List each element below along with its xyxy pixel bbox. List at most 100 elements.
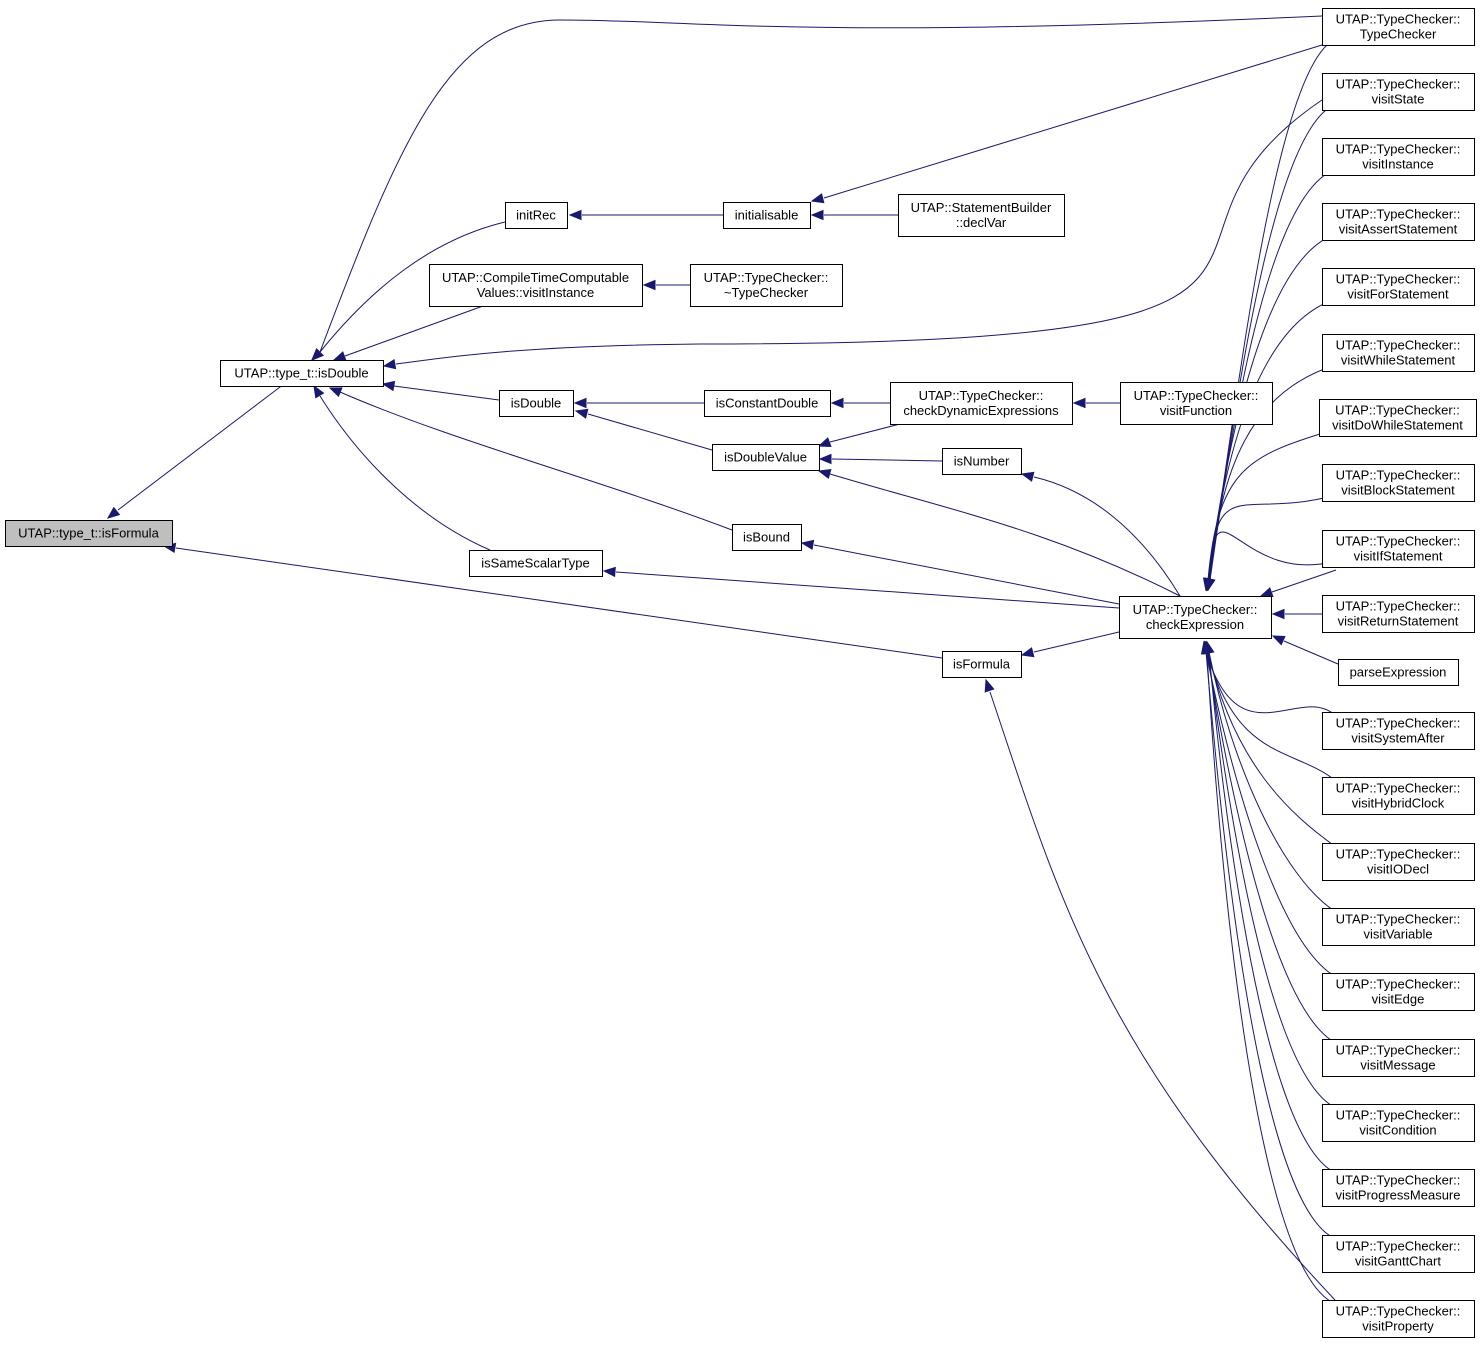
node-visitWhile[interactable]: UTAP::TypeChecker::visitWhileStatement <box>1322 334 1475 372</box>
node-visitCondition[interactable]: UTAP::TypeChecker::visitCondition <box>1322 1104 1475 1142</box>
node-label: initialisable <box>735 208 799 223</box>
node-label: isFormula <box>953 657 1011 672</box>
edge-visitGantt-to-checkExpression <box>1201 640 1337 1240</box>
node-label: visitEdge <box>1372 992 1425 1007</box>
arrow-head-icon <box>381 380 396 392</box>
node-label: UTAP::type_t::isFormula <box>18 526 159 541</box>
node-visitAssert[interactable]: UTAP::TypeChecker::visitAssertStatement <box>1322 203 1475 241</box>
node-visitBlock[interactable]: UTAP::TypeChecker::visitBlockStatement <box>1322 464 1475 502</box>
node-label: UTAP::TypeChecker:: <box>704 270 829 285</box>
node-visitEdge[interactable]: UTAP::TypeChecker::visitEdge <box>1322 973 1475 1011</box>
node-visitGantt[interactable]: UTAP::TypeChecker::visitGanttChart <box>1322 1235 1475 1273</box>
edge-visitState-to-typeIsDouble <box>382 99 1323 370</box>
edge-isNumber-to-isDoubleValue <box>818 453 943 465</box>
node-label: visitHybridClock <box>1352 796 1445 811</box>
node-label: visitForStatement <box>1347 287 1449 302</box>
node-isFormula[interactable]: isFormula <box>942 651 1022 678</box>
node-isConstantDouble[interactable]: isConstantDouble <box>704 390 831 417</box>
node-declVar[interactable]: UTAP::StatementBuilder::declVar <box>898 194 1065 237</box>
node-isDouble[interactable]: isDouble <box>499 390 574 417</box>
arrow-head-icon <box>830 397 844 409</box>
node-box <box>1322 973 1475 1011</box>
node-visitReturn[interactable]: UTAP::TypeChecker::visitReturnStatement <box>1322 595 1475 633</box>
node-label: visitIfStatement <box>1354 549 1443 564</box>
node-typeIsDouble[interactable]: UTAP::type_t::isDouble <box>220 360 384 387</box>
node-box <box>1120 382 1273 425</box>
node-label: UTAP::TypeChecker:: <box>1336 77 1461 92</box>
node-label: UTAP::TypeChecker:: <box>1336 142 1461 157</box>
node-box <box>1322 73 1475 111</box>
node-visitHybridClock[interactable]: UTAP::TypeChecker::visitHybridClock <box>1322 777 1475 815</box>
node-ctcvVisitInstance[interactable]: UTAP::CompileTimeComputableValues::visit… <box>429 264 643 307</box>
node-label: UTAP::TypeChecker:: <box>1134 388 1259 403</box>
edge-line <box>339 391 733 531</box>
node-box <box>1322 8 1475 46</box>
node-parseExpression[interactable]: parseExpression <box>1338 659 1459 686</box>
edge-line <box>829 473 1181 597</box>
node-visitIODecl[interactable]: UTAP::TypeChecker::visitIODecl <box>1322 843 1475 881</box>
node-visitFor[interactable]: UTAP::TypeChecker::visitForStatement <box>1322 268 1475 306</box>
node-box <box>1322 777 1475 815</box>
node-isDoubleValue[interactable]: isDoubleValue <box>712 444 820 471</box>
arrow-head-icon <box>1205 577 1216 592</box>
node-visitProgress[interactable]: UTAP::TypeChecker::visitProgressMeasure <box>1322 1169 1475 1207</box>
node-label: visitCondition <box>1359 1123 1436 1138</box>
node-visitIf[interactable]: UTAP::TypeChecker::visitIfStatement <box>1322 530 1475 568</box>
node-visitState[interactable]: UTAP::TypeChecker::visitState <box>1322 73 1475 111</box>
edge-isConstantDouble-to-isDouble <box>573 397 704 409</box>
node-isFormulaRoot[interactable]: UTAP::type_t::isFormula <box>5 520 173 547</box>
node-label: visitWhileStatement <box>1341 353 1456 368</box>
edge-checkExpression-to-isDoubleValue <box>817 469 1181 597</box>
node-ctor[interactable]: UTAP::TypeChecker::TypeChecker <box>1322 8 1475 46</box>
node-visitSystemAfter[interactable]: UTAP::TypeChecker::visitSystemAfter <box>1322 712 1475 750</box>
node-checkExpression[interactable]: UTAP::TypeChecker::checkExpression <box>1119 596 1272 639</box>
edge-checkDynamic-to-isConstantDouble <box>830 397 890 409</box>
node-label: UTAP::TypeChecker:: <box>1336 716 1461 731</box>
arrow-head-icon <box>1259 587 1274 598</box>
node-box <box>732 524 802 551</box>
node-initRec[interactable]: initRec <box>505 202 568 229</box>
node-label: UTAP::TypeChecker:: <box>1336 272 1461 287</box>
edge-line <box>587 413 713 451</box>
node-visitVariable[interactable]: UTAP::TypeChecker::visitVariable <box>1322 908 1475 946</box>
node-visitMessage[interactable]: UTAP::TypeChecker::visitMessage <box>1322 1039 1475 1077</box>
node-visitProperty[interactable]: UTAP::TypeChecker::visitProperty <box>1322 1300 1475 1338</box>
node-box <box>1322 464 1475 502</box>
node-visitFunction[interactable]: UTAP::TypeChecker::visitFunction <box>1120 382 1273 425</box>
node-label: UTAP::TypeChecker:: <box>1336 599 1461 614</box>
arrow-head-icon <box>332 351 347 362</box>
node-box <box>723 202 811 229</box>
arrow-head-icon <box>1271 635 1286 646</box>
edge-visitState-to-checkExpression <box>1204 103 1337 592</box>
node-label: visitProgressMeasure <box>1336 1188 1461 1203</box>
node-label: visitMessage <box>1360 1058 1435 1073</box>
node-isBound[interactable]: isBound <box>732 524 802 551</box>
edge-visitIf-to-checkExpression <box>1259 569 1337 598</box>
edge-initialisable-to-initRec <box>568 209 723 221</box>
node-visitInstance[interactable]: UTAP::TypeChecker::visitInstance <box>1322 138 1475 176</box>
node-label: UTAP::TypeChecker:: <box>1336 847 1461 862</box>
arrow-head-icon <box>817 469 832 480</box>
node-box <box>499 390 574 417</box>
node-box <box>942 448 1022 475</box>
edge-checkExpression-to-isFormula <box>1020 631 1120 658</box>
node-checkDynamic[interactable]: UTAP::TypeChecker::checkDynamicExpressio… <box>890 382 1073 425</box>
node-tcDestructor[interactable]: UTAP::TypeChecker::~TypeChecker <box>690 264 843 307</box>
node-label: Values::visitInstance <box>477 285 595 300</box>
node-box <box>1338 659 1459 686</box>
arrow-head-icon <box>311 348 324 361</box>
node-label: isDouble <box>511 396 562 411</box>
node-box <box>1322 595 1475 633</box>
node-box <box>1322 203 1475 241</box>
node-isSameScalarType[interactable]: isSameScalarType <box>469 550 603 577</box>
node-box <box>5 520 173 547</box>
node-visitDoWhile[interactable]: UTAP::TypeChecker::visitDoWhileStatement <box>1319 399 1477 437</box>
edge-line <box>1283 640 1339 665</box>
edge-isDouble-to-typeIsDouble <box>381 380 500 401</box>
arrow-head-icon <box>984 678 995 693</box>
node-initialisable[interactable]: initialisable <box>723 202 811 229</box>
edge-line <box>319 395 491 551</box>
node-isNumber[interactable]: isNumber <box>942 448 1022 475</box>
node-label: isBound <box>743 530 790 545</box>
